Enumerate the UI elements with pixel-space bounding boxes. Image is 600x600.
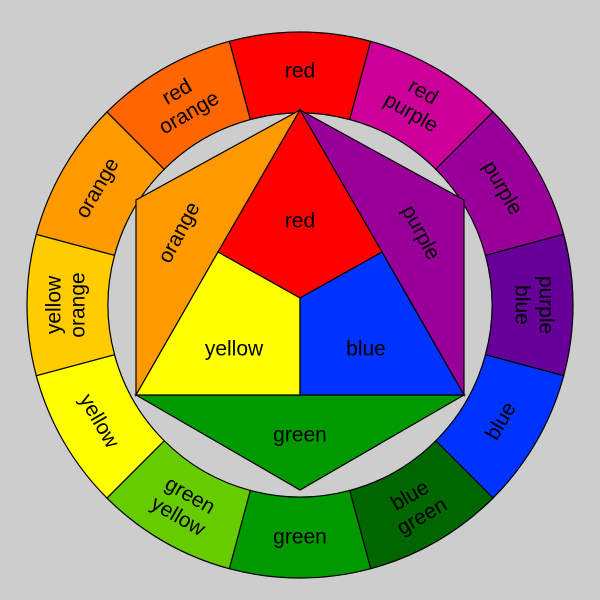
ring-label-line: blue (510, 285, 533, 325)
inner-label-blue: blue (346, 338, 386, 361)
ring-label-line: purple (534, 276, 557, 334)
ring-label-line: green (273, 526, 327, 549)
ring-segment (106, 40, 252, 171)
inner-hexagon: red yellow blue green orange purple (133, 108, 467, 491)
inner-region-blue (299, 251, 466, 396)
ring-label: red (285, 60, 315, 83)
ring-label-line: yellow (43, 275, 66, 334)
inner-label-red: red (285, 210, 315, 233)
ring-label-line: red (285, 60, 315, 83)
color-ring: redredpurplepurplepurplebluebluebluegree… (26, 31, 574, 579)
ring-label-line: orange (67, 272, 90, 337)
ring-label: green (273, 526, 327, 549)
inner-label-green: green (273, 424, 327, 447)
inner-label-yellow: yellow (205, 338, 264, 361)
